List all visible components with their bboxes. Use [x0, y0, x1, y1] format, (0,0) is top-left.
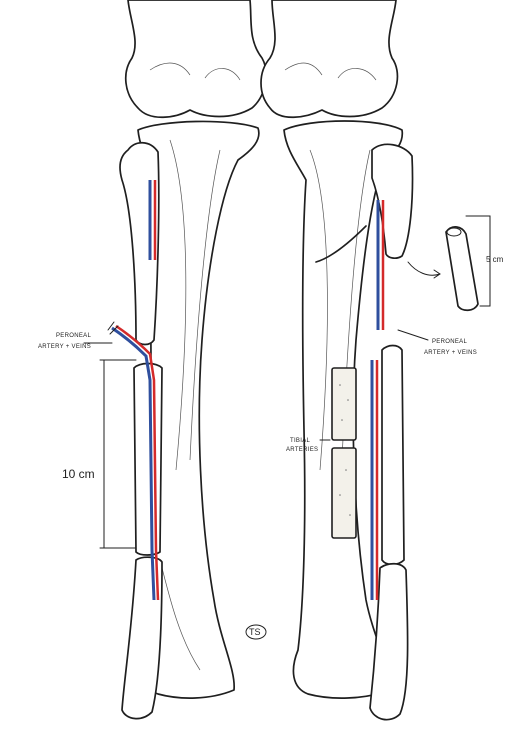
left-leg-drawing: [84, 0, 266, 719]
left-vessel-label-line1: PERONEAL: [56, 333, 91, 339]
left-measure-bracket: [100, 360, 136, 548]
right-vessel-label-line2: ARTERY + VEINS: [424, 350, 477, 356]
left-fibula-distal: [122, 557, 162, 718]
right-tibial-label-line1: TIBIAL: [290, 438, 311, 444]
inset-graft-bone: [446, 227, 478, 310]
signature-text: TS: [249, 627, 261, 637]
inset-measure-label: 5 cm: [486, 255, 504, 264]
left-fibula-graft-segment: [134, 364, 162, 556]
left-femur: [126, 0, 266, 117]
right-inlay-graft-upper: [332, 368, 356, 440]
right-fibula-mid: [382, 346, 404, 565]
signature-mark: TS: [246, 625, 266, 639]
right-fibula-distal: [370, 564, 408, 720]
left-measure-label: 10 cm: [62, 467, 95, 481]
right-vessel-label-line1: PERONEAL: [432, 339, 467, 345]
right-tibial-label-line2: ARTERIES: [286, 447, 318, 453]
inset-arrow: [408, 262, 440, 278]
right-femur: [261, 0, 397, 117]
right-leg-drawing: [261, 0, 428, 720]
right-inlay-graft-lower: [332, 448, 356, 538]
inset-graft-drawing: [408, 216, 490, 310]
left-fibula-proximal: [120, 143, 159, 345]
left-vessel-label-line2: ARTERY + VEINS: [38, 344, 91, 350]
